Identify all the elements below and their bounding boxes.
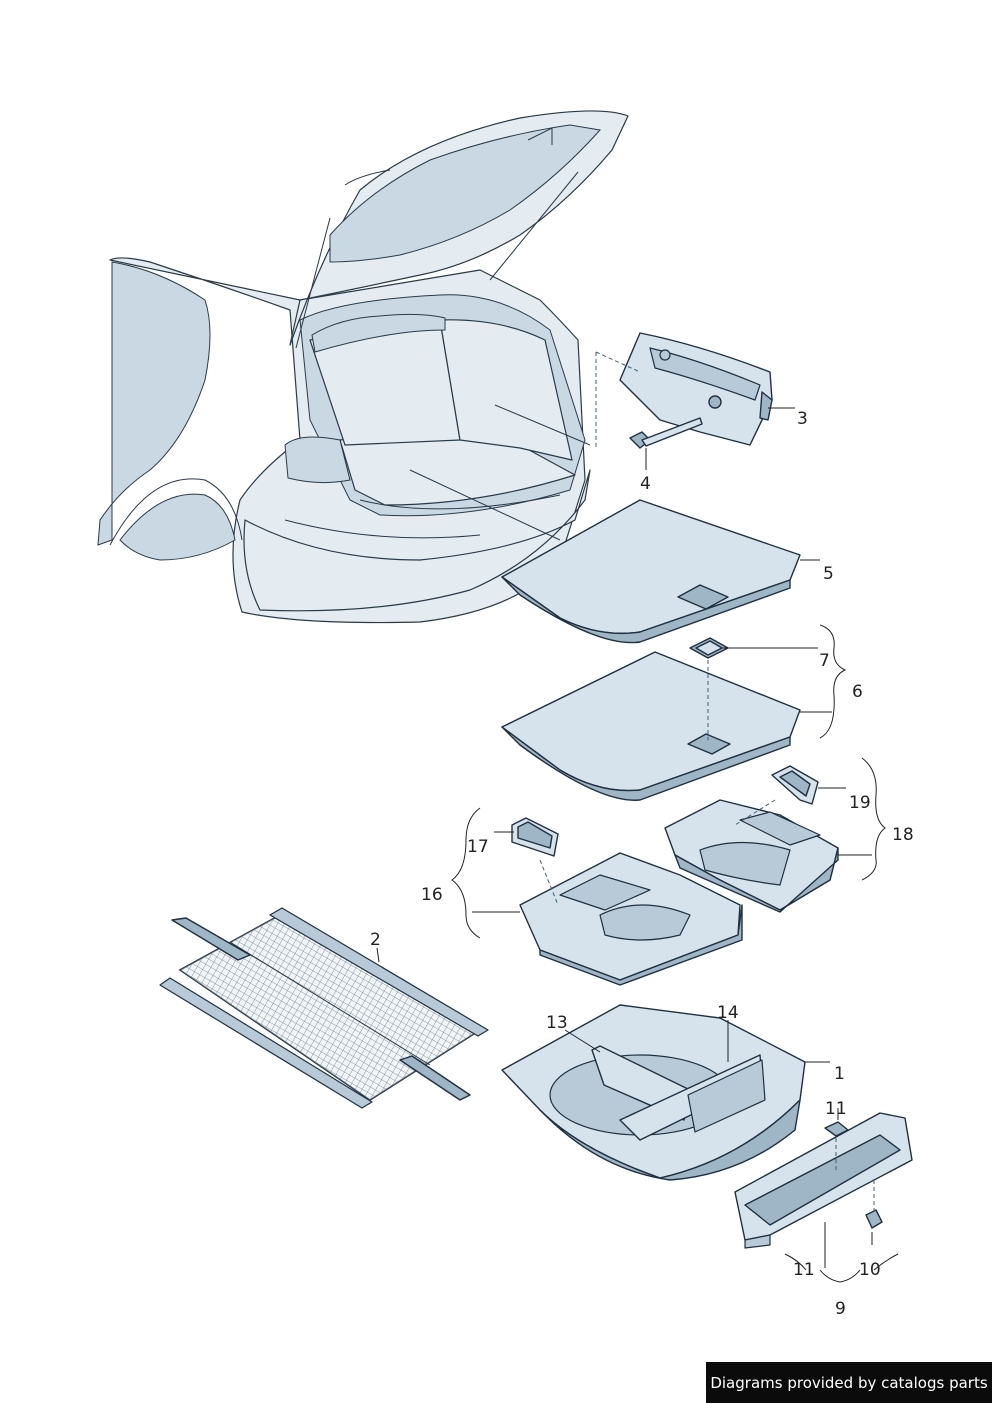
part-9-rear-trim-panel — [734, 1112, 913, 1249]
part-4-bolt — [629, 417, 703, 449]
callout-10: 10 — [859, 1260, 881, 1280]
part-11-clip — [824, 1121, 849, 1170]
part-16-storage-tray-left — [519, 852, 743, 986]
callout-17: 17 — [467, 837, 489, 857]
part-10-clip — [865, 1180, 883, 1229]
callout-11-upper: 11 — [825, 1099, 847, 1119]
callout-1: 1 — [834, 1064, 845, 1084]
part-18-storage-tray-right — [664, 799, 839, 913]
callout-leaders — [376, 407, 899, 1283]
callout-9: 9 — [835, 1299, 846, 1319]
callout-4: 4 — [640, 474, 651, 494]
callout-13: 13 — [546, 1013, 568, 1033]
callout-7: 7 — [819, 651, 830, 671]
part-17-tray-lid-left — [511, 817, 559, 906]
callout-19: 19 — [849, 793, 871, 813]
callout-2: 2 — [370, 930, 381, 950]
part-14-divider — [619, 1054, 766, 1141]
part-2-luggage-net — [159, 907, 489, 1109]
callout-14: 14 — [717, 1003, 739, 1023]
credit-banner: Diagrams provided by catalogs parts — [706, 1362, 992, 1403]
part-19-tray-lid-right — [734, 765, 819, 826]
part-6-floor-panel — [501, 651, 801, 801]
vehicle-rear-illustration — [97, 110, 629, 624]
callout-18: 18 — [892, 825, 914, 845]
part-5-loading-floor — [501, 499, 801, 644]
callout-6: 6 — [852, 682, 863, 702]
callout-5: 5 — [823, 564, 834, 584]
callout-3: 3 — [797, 409, 808, 429]
callout-11-lower: 11 — [793, 1260, 815, 1280]
callout-16: 16 — [421, 885, 443, 905]
part-3-side-trim-panel — [595, 332, 773, 450]
